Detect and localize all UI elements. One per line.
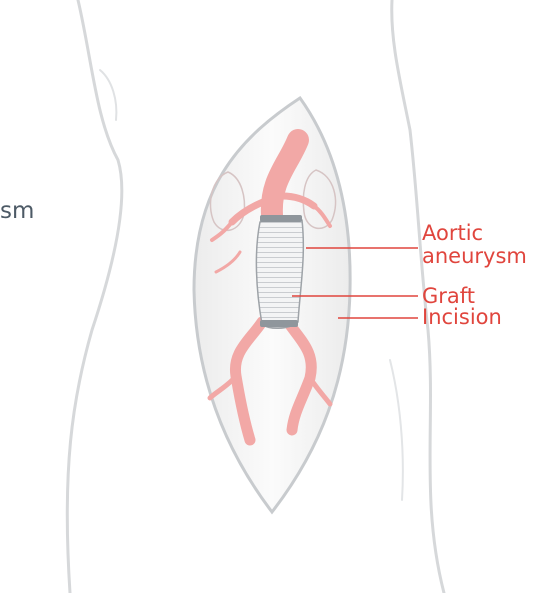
aortic-aneurysm-label: Aortic aneurysm xyxy=(422,222,527,268)
aortic-label-line2: aneurysm xyxy=(422,245,527,268)
clipped-heading-fragment: sm xyxy=(0,198,34,224)
graft-icon xyxy=(256,215,303,328)
aortic-label-line1: Aortic xyxy=(422,222,527,245)
incision-label: Incision xyxy=(422,306,502,329)
